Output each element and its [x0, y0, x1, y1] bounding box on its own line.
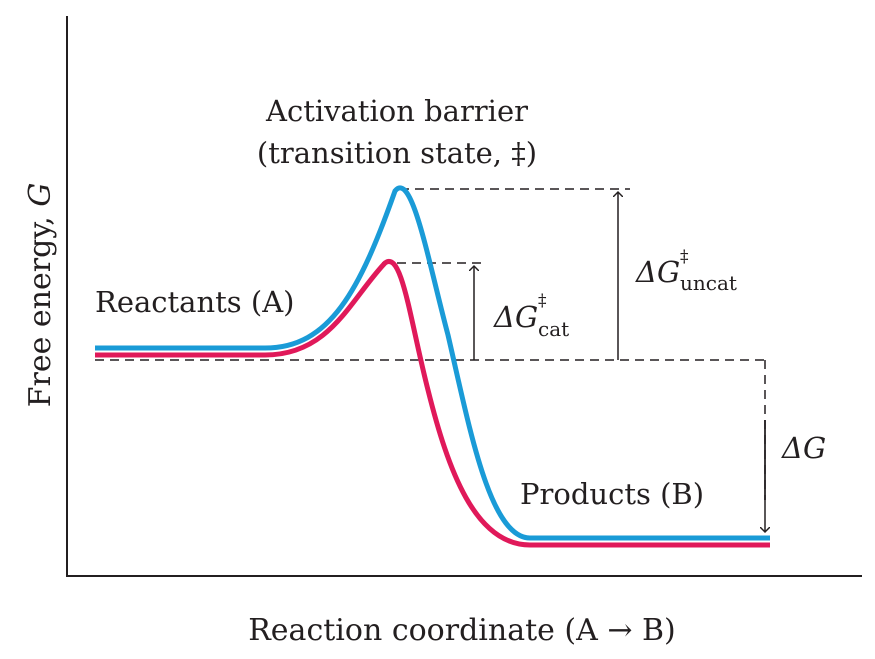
y-axis-label-main: Free energy,: [23, 207, 58, 408]
reference-dashes: [95, 188, 766, 500]
delta-g-cat-label: ΔG ‡ cat: [493, 291, 569, 341]
delta-g-label: ΔG: [781, 431, 826, 465]
delta-g-uncat-sub: uncat: [680, 271, 737, 295]
delta-g-cat-symbol: ΔG: [493, 300, 538, 334]
delta-g-uncat-sup: ‡: [680, 247, 689, 267]
barrier-label-line1: Activation barrier: [265, 94, 528, 128]
reactants-label: Reactants (A): [95, 285, 294, 319]
catalyzed-curve: [95, 258, 770, 548]
x-axis-label: Reaction coordinate (A → B): [248, 613, 676, 648]
barrier-label-line2: (transition state, ‡): [257, 136, 537, 170]
y-axis-label-var: G: [23, 183, 58, 207]
delta-g-cat-sub: cat: [538, 317, 569, 341]
y-axis-label: Free energy, G: [23, 183, 58, 408]
delta-g-cat-sup: ‡: [538, 291, 547, 311]
delta-g-uncat-label: ΔG ‡ uncat: [635, 247, 737, 295]
uncatalyzed-curve: [95, 185, 770, 541]
delta-g-uncat-symbol: ΔG: [635, 255, 680, 289]
products-label: Products (B): [520, 477, 704, 511]
